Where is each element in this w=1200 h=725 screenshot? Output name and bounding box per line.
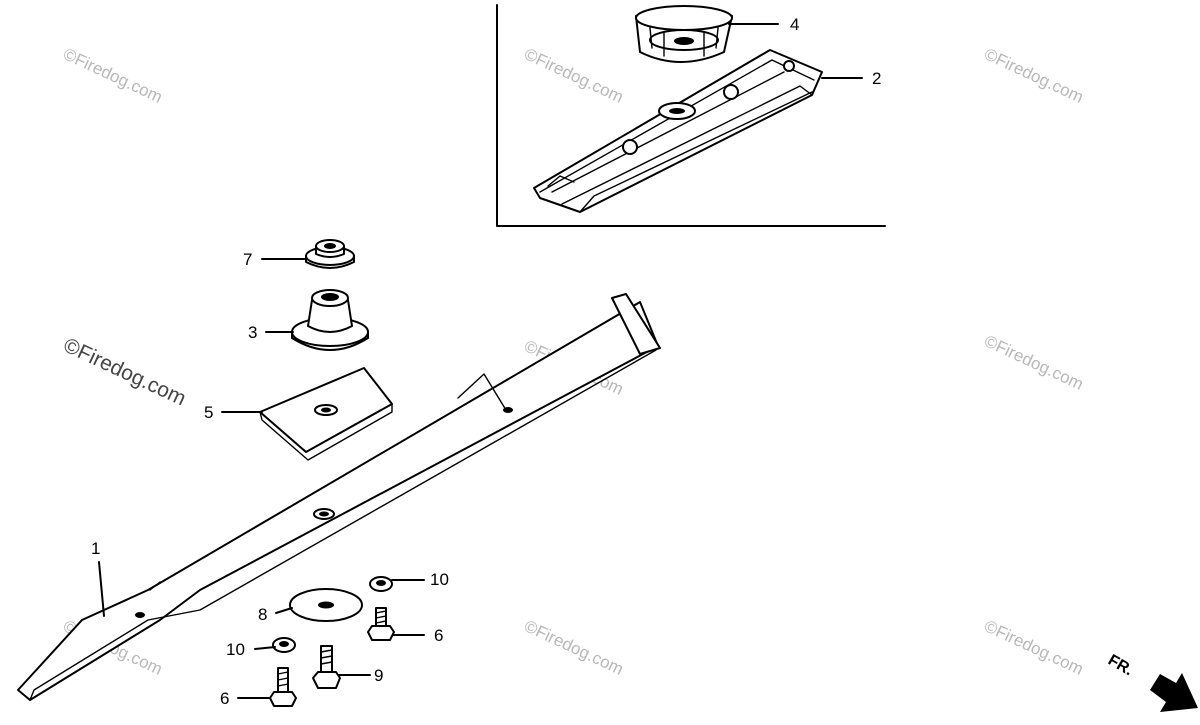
part-10-lock-washer-lower bbox=[272, 637, 296, 653]
callout-8: 7 bbox=[243, 250, 252, 269]
watermark: ©Firedog.com bbox=[521, 44, 626, 106]
callout-10-upper: 10 bbox=[430, 570, 449, 589]
part-3-boss bbox=[291, 289, 369, 351]
part-2-blade-holder bbox=[533, 49, 823, 213]
part-8-nut bbox=[305, 239, 355, 269]
callout-1: 1 bbox=[91, 539, 100, 558]
watermark: ©Firedog.com bbox=[521, 616, 626, 678]
callout-2: 2 bbox=[872, 69, 881, 88]
watermark-prominent: ©Firedog.com bbox=[60, 334, 190, 411]
front-arrow-icon bbox=[1150, 673, 1198, 712]
callout-3: 3 bbox=[248, 323, 257, 342]
watermark: ©Firedog.com bbox=[981, 44, 1086, 106]
leader-lines bbox=[98, 23, 863, 699]
callout-9: 8 bbox=[258, 605, 267, 624]
callout-5: 5 bbox=[204, 403, 213, 422]
part-5-blade-plate bbox=[259, 367, 393, 461]
inset-frame bbox=[496, 4, 886, 227]
watermark: ©Firedog.com bbox=[981, 331, 1086, 393]
callout-6-left: 6 bbox=[220, 689, 229, 708]
callout-10-lower: 10 bbox=[226, 640, 245, 659]
part-9-washer bbox=[289, 588, 363, 622]
part-4-cup-washer bbox=[635, 5, 733, 63]
part-10-lock-washer-upper bbox=[369, 576, 393, 592]
front-label: FR. bbox=[1105, 652, 1136, 680]
watermark: ©Firedog.com bbox=[60, 44, 165, 106]
callout-4: 4 bbox=[790, 15, 799, 34]
part-6-bolt-right bbox=[367, 607, 395, 641]
callout-7: 9 bbox=[374, 666, 383, 685]
callout-6-right: 6 bbox=[434, 626, 443, 645]
part-1-blade bbox=[17, 293, 661, 701]
part-7-bolt bbox=[312, 645, 341, 689]
front-direction-indicator: FR. bbox=[1105, 652, 1198, 712]
watermark: ©Firedog.com bbox=[981, 616, 1086, 678]
part-6-bolt-left bbox=[269, 667, 297, 707]
